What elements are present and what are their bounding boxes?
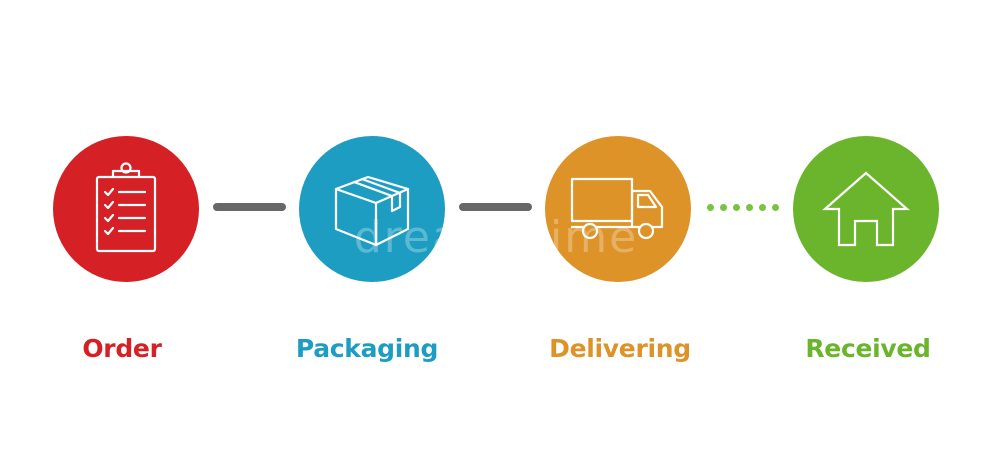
delivering-step-circle — [545, 136, 691, 282]
box-icon — [330, 167, 414, 251]
progress-dot-3 — [733, 204, 740, 211]
progress-dot-6 — [772, 204, 779, 211]
order-step-circle — [53, 136, 199, 282]
progress-dot-2 — [720, 204, 727, 211]
house-icon — [821, 169, 911, 249]
packaging-step-circle — [299, 136, 445, 282]
received-label: Received — [805, 334, 931, 363]
progress-dot-1 — [707, 204, 714, 211]
clipboard-checklist-icon — [81, 161, 171, 257]
connector-line-1 — [213, 203, 286, 211]
order-label: Order — [82, 334, 162, 363]
connector-line-2 — [459, 203, 532, 211]
packaging-label: Packaging — [295, 334, 439, 363]
progress-dot-5 — [759, 204, 766, 211]
progress-dot-4 — [746, 204, 753, 211]
truck-icon — [568, 173, 668, 245]
received-step-circle — [793, 136, 939, 282]
delivering-label: Delivering — [549, 334, 691, 363]
